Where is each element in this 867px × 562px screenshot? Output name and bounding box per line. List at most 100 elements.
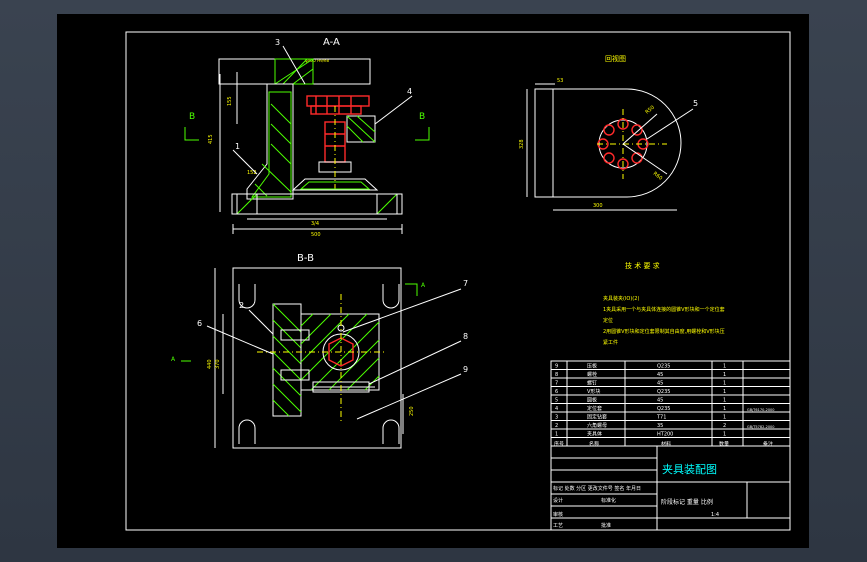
bom-cell-material: HT200 — [657, 432, 673, 438]
bom-cell-name: 螺钉 — [587, 380, 597, 387]
title-design: 设计 — [553, 497, 563, 504]
a-marker-left-text: A — [171, 356, 176, 363]
side-plate — [552, 88, 682, 198]
side-flange — [534, 88, 554, 198]
bom-header-no: 序号 — [554, 441, 564, 448]
dim-300: 300 — [593, 203, 603, 209]
bom-cell-material: T71 — [656, 415, 666, 421]
tech-req-line-1: 夹具装夹(IO)(2) — [603, 295, 639, 302]
tech-req-line-5: 紧工件 — [603, 339, 618, 346]
bom-cell-qty: 1 — [723, 389, 726, 395]
dim-r50: R50 — [644, 105, 655, 116]
balloon-1: 1 — [235, 142, 240, 151]
dim-415: 415 — [208, 134, 214, 144]
bom-side-note-1: GB/T6170-2000 — [747, 408, 775, 412]
section-bb-label: B-B — [297, 253, 314, 264]
dim-152: 152 — [247, 170, 257, 176]
bom-cell-name: 螺栓 — [587, 371, 597, 378]
bom-cell-qty: 1 — [723, 406, 726, 412]
aa-top-hatch — [274, 58, 314, 85]
b-marker-right — [415, 127, 430, 141]
bom-cell-qty: 1 — [723, 432, 726, 438]
balloon-3: 3 — [275, 38, 280, 47]
bom-cell-name: V形块 — [587, 388, 600, 395]
b-marker-right-text: B — [419, 112, 425, 122]
dim-3d: 3/4 — [311, 221, 319, 227]
aa-top-plate — [218, 58, 371, 85]
balloon-4: 4 — [407, 87, 412, 96]
bom-cell-qty: 2 — [723, 423, 726, 429]
bom-header-material: 材料 — [661, 441, 671, 448]
bom-cell-material: 45 — [657, 372, 663, 378]
bom-cell-material: 35 — [657, 423, 663, 429]
tech-requirements: 技 术 要 求 夹具装夹(IO)(2) 1夹具采用一个与夹具体连接的圆锥V形块和… — [603, 261, 725, 346]
tech-req-line-2: 1夹具采用一个与夹具体连接的圆锥V形块和一个定位套 — [603, 306, 725, 313]
dim-53: 53 — [557, 78, 563, 84]
bom-header-name: 名称 — [589, 441, 599, 448]
b-marker-left — [184, 127, 199, 141]
view-title-right: 回视图 — [605, 54, 626, 63]
bom-cell-qty: 1 — [723, 398, 726, 404]
title-row-labels: 标记 处数 分区 更改文件号 签名 年月日 — [553, 485, 641, 492]
dim-440: 440 — [207, 359, 213, 369]
tech-req-title: 技 术 要 求 — [625, 261, 660, 270]
bom-cell-name: 夹具体 — [587, 431, 602, 438]
bom-cell-material: Q235 — [657, 389, 670, 395]
drawing-title: 夹具装配图 — [662, 463, 717, 476]
tech-req-line-4: 2用圆锥V形块和定位套限制其自由度,用螺栓和V形块压 — [603, 328, 725, 335]
bom-cell-material: 45 — [657, 398, 663, 404]
bom-cell-name: 圆板 — [587, 397, 597, 404]
b-marker-left-text: B — [189, 112, 195, 122]
side-view: 回视图 R50 R60 328 — [519, 54, 698, 211]
bom-cell-no: 5 — [555, 398, 558, 404]
balloon-5: 5 — [693, 99, 698, 108]
balloon-9: 9 — [463, 365, 468, 374]
bom-side-note-2: GB/T5782-2000 — [747, 425, 775, 429]
bom-cell-material: Q235 — [657, 364, 670, 370]
section-aa-view: A-A φ40D H9/e8 — [184, 37, 430, 238]
bom-cell-no: 4 — [555, 406, 558, 412]
title-craft: 工艺 — [553, 523, 563, 529]
a-marker-top — [405, 283, 418, 296]
section-bb-view: B-B — [171, 253, 468, 449]
title-stage-labels: 阶段标记 重量 比例 — [661, 498, 713, 506]
bom-cell-name: 固定钻套 — [587, 414, 607, 421]
title-review: 审核 — [553, 511, 563, 518]
bom-cell-name: 定位套 — [587, 405, 602, 412]
bom-cell-material: Q235 — [657, 406, 670, 412]
bom-cell-no: 2 — [555, 423, 558, 429]
dim-155: 155 — [227, 96, 233, 106]
bom-cell-no: 9 — [555, 364, 558, 370]
bom-cell-no: 3 — [555, 415, 558, 421]
balloon-7: 7 — [463, 279, 468, 288]
dim-250: 250 — [409, 406, 415, 416]
balloon-6: 6 — [197, 319, 202, 328]
title-block: 夹具装配图 标记 处数 分区 更改文件号 签名 年月日 设计 标准化 阶段标记 … — [550, 445, 791, 531]
bom-cell-qty: 1 — [723, 372, 726, 378]
title-approve: 批准 — [601, 522, 611, 529]
dim-500: 500 — [311, 232, 321, 238]
bom-cell-qty: 1 — [723, 364, 726, 370]
bom-header-qty: 数量 — [719, 441, 729, 448]
dim-r60: R60 — [652, 171, 663, 182]
bom-cell-qty: 1 — [723, 381, 726, 387]
title-scale-value: 1:4 — [711, 512, 719, 518]
bb-base-plate — [232, 267, 402, 449]
dim-370: 370 — [215, 359, 221, 369]
drawing-canvas[interactable]: A-A φ40D H9/e8 — [57, 14, 809, 548]
balloon-2: 2 — [239, 301, 244, 310]
top-fit-label: φ40D H9/e8 — [305, 58, 329, 63]
bom-cell-name: 压板 — [587, 363, 597, 370]
aa-base — [231, 193, 403, 215]
bom-header-remark: 备注 — [763, 441, 773, 448]
title-standard: 标准化 — [601, 497, 616, 504]
dim-328: 328 — [519, 139, 525, 149]
sheet-border — [125, 31, 791, 531]
tech-req-line-3: 定位 — [603, 317, 613, 324]
bom-cell-no: 7 — [555, 381, 558, 387]
drawing-svg: A-A φ40D H9/e8 — [125, 31, 791, 531]
a-marker-top-text: A — [421, 282, 426, 289]
bom-cell-no: 8 — [555, 372, 558, 378]
